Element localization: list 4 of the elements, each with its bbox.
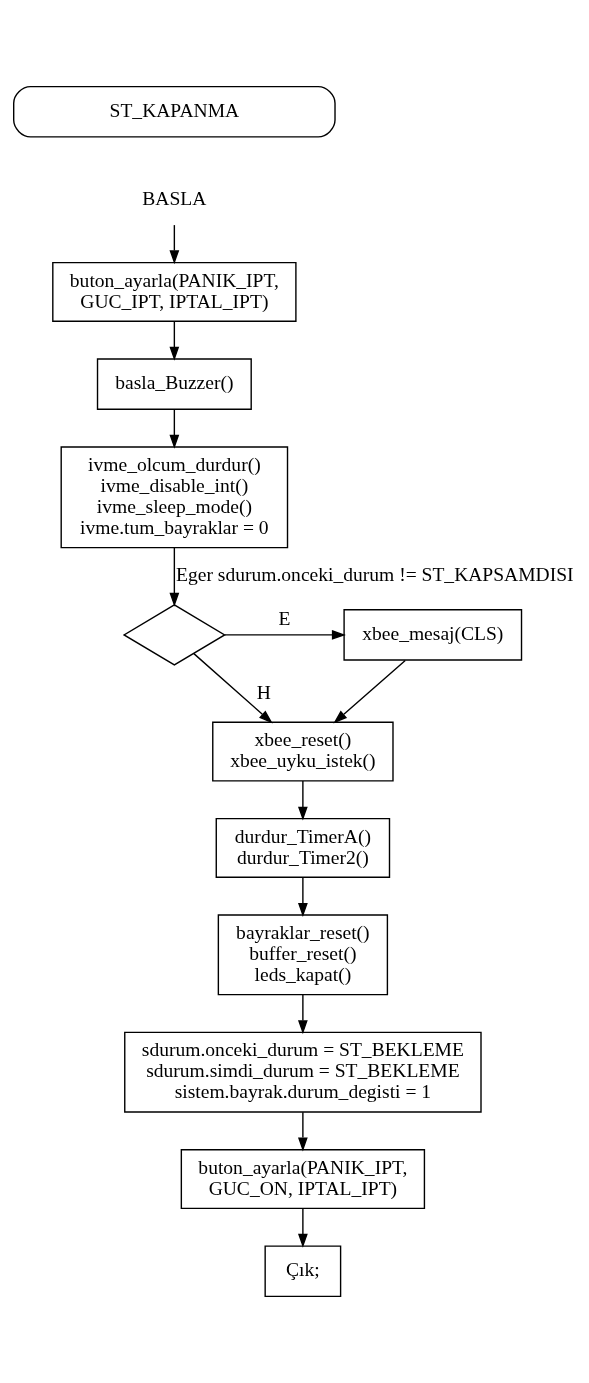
edge-label: H: [256, 681, 271, 703]
node-text: BASLA: [142, 187, 207, 209]
edge-label: Eger sdurum.onceki_durum != ST_KAPSAMDISI: [176, 564, 574, 586]
edge-label: E: [278, 608, 291, 630]
